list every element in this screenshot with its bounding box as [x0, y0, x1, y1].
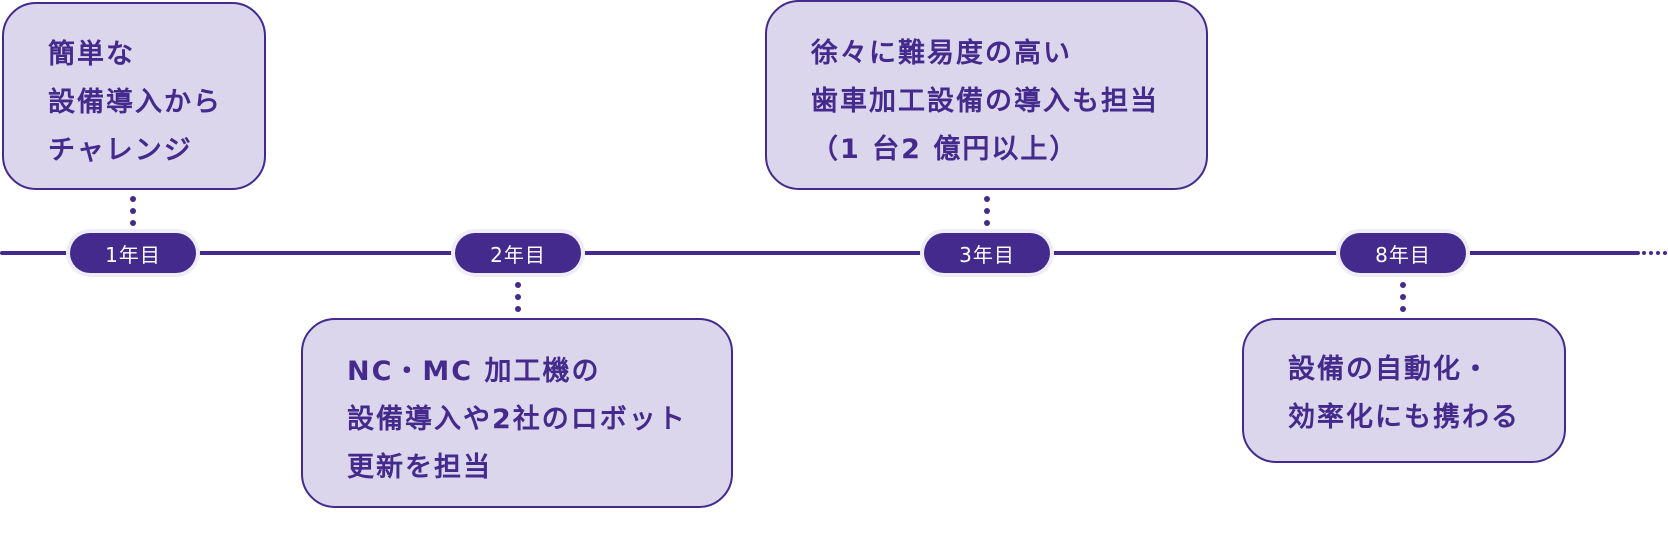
milestone-3-description-box: 徐々に難易度の高い 歯車加工設備の導入も担当 （1 台2 億円以上） [765, 0, 1208, 190]
milestone-3-year-badge: 3年目 [924, 233, 1050, 273]
description-line: 徐々に難易度の高い [811, 38, 1072, 69]
milestone-1-year-badge: 1年目 [70, 233, 196, 273]
milestone-2-description-box: NC・MC 加工機の 設備導入や2社のロボット 更新を担当 [301, 318, 733, 508]
ellipsis-icon [1640, 245, 1668, 259]
milestone-1-description-box: 簡単な 設備導入から チャレンジ [2, 2, 266, 190]
description-line: 歯車加工設備の導入も担当 [811, 86, 1159, 117]
milestone-4-description-box: 設備の自動化・ 効率化にも携わる [1242, 318, 1566, 463]
milestone-2-year-badge: 2年目 [455, 233, 581, 273]
milestone-4-year-badge: 8年目 [1340, 233, 1466, 273]
description-line: 更新を担当 [347, 452, 492, 483]
timeline-axis-line [0, 251, 1640, 255]
description-line: 設備導入や2社のロボット [347, 404, 687, 435]
description-line: チャレンジ [48, 135, 193, 166]
description-line: 効率化にも携わる [1288, 402, 1520, 433]
description-line: （1 台2 億円以上） [811, 134, 1079, 165]
milestone-4-connector-dots [1400, 282, 1406, 318]
description-line: 設備の自動化・ [1288, 354, 1491, 385]
milestone-1-connector-dots [130, 196, 136, 232]
milestone-3-connector-dots [984, 196, 990, 232]
milestone-2-connector-dots [515, 282, 521, 318]
description-line: 設備導入から [48, 87, 222, 118]
description-line: 簡単な [48, 39, 135, 70]
description-line: NC・MC 加工機の [347, 356, 601, 387]
